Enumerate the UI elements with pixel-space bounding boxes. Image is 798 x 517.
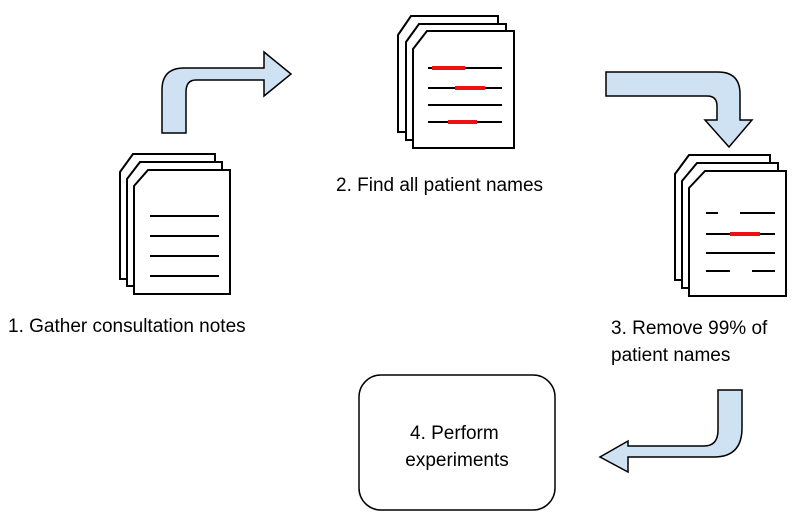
step-2-label: 2. Find all patient names (336, 175, 543, 196)
step-3-label: 3. Remove 99% of patient names (611, 318, 773, 366)
step-4-label-line-2: experiments (405, 450, 509, 471)
redacted-document-stack-icon (674, 154, 787, 297)
curved-arrow-icon (605, 71, 754, 149)
curved-arrow-icon (598, 389, 743, 474)
step-4-label: 4. Perform experiments (405, 423, 509, 471)
curved-arrow-icon (161, 50, 293, 134)
step-2-label-line: 2. Find all patient names (336, 175, 543, 196)
step-3-label-line-1: 3. Remove 99% of (611, 318, 768, 339)
step-1-label-line: 1. Gather consultation notes (8, 316, 246, 337)
step-4-label-line-1: 4. Perform (410, 423, 499, 444)
document-stack-icon (119, 153, 231, 295)
step-3-label-line-2: patient names (611, 345, 730, 366)
step-1-label: 1. Gather consultation notes (8, 316, 246, 337)
highlighted-document-stack-icon (397, 15, 515, 149)
experiment-box (358, 374, 556, 511)
